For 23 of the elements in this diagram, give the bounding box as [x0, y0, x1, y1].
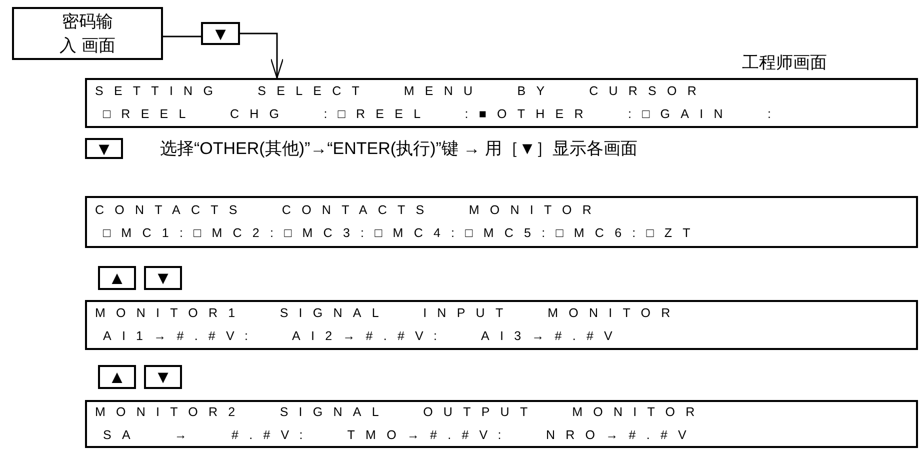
- key-button: ▼: [85, 138, 123, 159]
- screen-text: CONTACTS CONTACTS MONITOR: [95, 202, 604, 219]
- screen-text: MONITOR1 SIGNAL INPUT MONITOR: [95, 305, 682, 322]
- screen-text: MONITOR2 SIGNAL OUTPUT MONITOR: [95, 404, 706, 421]
- display-screen: [85, 400, 918, 448]
- instruction-text: 选择“OTHER(其他)”→“ENTER(执行)”键 → 用［▼］显示各画面: [160, 138, 638, 160]
- connector-arrow: [240, 32, 284, 79]
- screen-caption: 工程师画面: [742, 52, 827, 74]
- key-button: ▲: [98, 365, 136, 389]
- display-screen: [85, 196, 918, 248]
- key-button: ▲: [98, 266, 136, 290]
- display-screen: [85, 78, 918, 128]
- screen-text: SETTING SELECT MENU BY CURSOR: [95, 83, 708, 100]
- screen-box: [12, 7, 163, 60]
- screen-text: SA → #.#V: TMO→#.#V: NRO→#.#V: [102, 427, 698, 444]
- key-button: ▼: [144, 365, 182, 389]
- display-screen: [85, 300, 918, 350]
- key-button: ▼: [144, 266, 182, 290]
- key-button: ▼: [201, 22, 240, 45]
- screen-text: □REEL CHG :□REEL :■OTHER :□GAIN :: [102, 106, 783, 123]
- box-label: 密码输入 画面: [58, 10, 116, 56]
- screen-text: □MC1:□MC2:□MC3:□MC4:□MC5:□MC6:□ZT: [102, 225, 702, 242]
- screen-text: AI1→#.#V: AI2→#.#V: AI3→#.#V: [102, 328, 624, 345]
